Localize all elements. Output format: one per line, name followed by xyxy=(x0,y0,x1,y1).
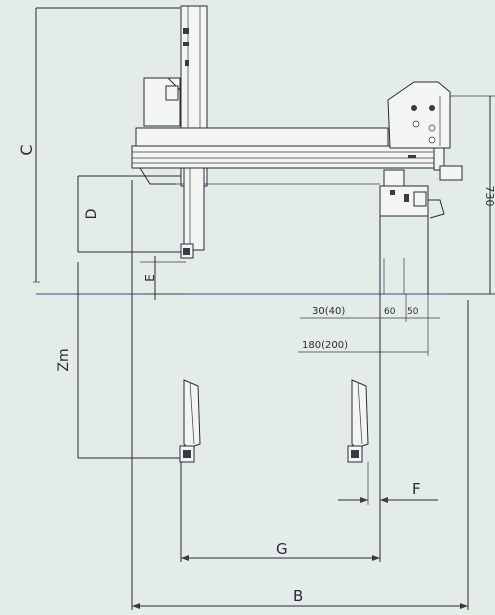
carriage xyxy=(379,169,445,294)
dim-label-180-200: 180(200) xyxy=(302,340,348,351)
dim-label-730: 730 xyxy=(483,186,495,207)
dim-label-c: C xyxy=(17,144,36,155)
dim-label-50: 50 xyxy=(407,307,419,317)
gripper-arm-right xyxy=(347,379,369,463)
dimension-g: G xyxy=(181,540,380,561)
dimension-c: C xyxy=(17,7,180,283)
dimension-30-60-50: 30(40) 60 50 xyxy=(300,294,440,322)
dimension-730: 730 xyxy=(450,95,495,295)
dim-label-60: 60 xyxy=(384,307,396,317)
dim-label-d: D xyxy=(84,209,100,220)
dim-label-30-40: 30(40) xyxy=(312,306,345,317)
gripper-arm-left xyxy=(179,379,201,463)
dimension-180-200: 180(200) xyxy=(298,322,429,356)
gripper-arm-upper xyxy=(180,167,205,259)
end-plate xyxy=(387,81,463,181)
dim-label-zm: Zm xyxy=(56,348,72,371)
dimension-b: B xyxy=(132,587,468,609)
dimension-e: E xyxy=(140,256,186,300)
horizontal-beam xyxy=(131,127,445,185)
dimension-zm: Zm xyxy=(56,262,182,459)
dim-label-g: G xyxy=(276,540,288,558)
dim-label-f: F xyxy=(412,480,421,498)
dimension-f: F xyxy=(338,480,438,503)
dim-label-b: B xyxy=(293,587,303,605)
dimension-d: D xyxy=(77,175,190,253)
dim-label-e: E xyxy=(143,274,157,282)
